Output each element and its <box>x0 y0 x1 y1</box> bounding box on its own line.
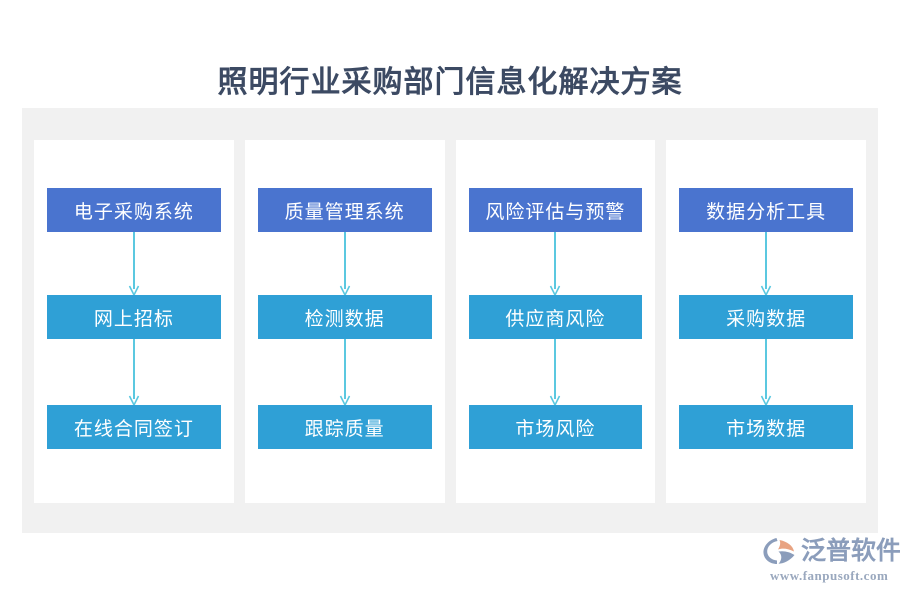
logo-brand-text: 泛普软件 <box>801 537 900 565</box>
arrow-down-icon-c4-0 <box>758 232 774 296</box>
arrow-down-icon-c2-0 <box>337 232 353 296</box>
page-title: 照明行业采购部门信息化解决方案 <box>217 66 683 99</box>
fanpu-swoosh-icon <box>762 536 798 566</box>
diagram-column-3: 风险评估与预警 供应商风险 市场风险 <box>455 140 656 503</box>
node-box-c2-l0[interactable]: 质量管理系统 <box>257 188 432 232</box>
arrow-down-icon-c4-1 <box>758 339 774 406</box>
node-box-c1-l2[interactable]: 在线合同签订 <box>47 405 221 449</box>
arrow-down-icon-c3-1 <box>547 339 563 406</box>
node-box-c3-l1[interactable]: 供应商风险 <box>468 295 643 339</box>
node-box-c3-l0[interactable]: 风险评估与预警 <box>468 188 643 232</box>
logo-url-text: www.fanpusoft.com <box>770 568 889 583</box>
arrow-down-icon-c3-0 <box>547 232 563 296</box>
node-box-c3-l2[interactable]: 市场风险 <box>468 405 643 449</box>
arrow-down-icon-c1-1 <box>126 339 142 406</box>
diagram-columns: 电子采购系统 网上招标 在线合同签订 质量管理系统 检测数据 <box>34 140 866 503</box>
node-box-c4-l2[interactable]: 市场数据 <box>679 405 853 449</box>
arrow-down-icon-c2-1 <box>337 339 353 406</box>
diagram-column-4: 数据分析工具 采购数据 市场数据 <box>666 140 866 503</box>
node-box-c1-l0[interactable]: 电子采购系统 <box>47 188 221 232</box>
logo-row: 泛普软件 <box>762 536 900 566</box>
brand-logo: 泛普软件 www.fanpusoft.com <box>762 536 900 588</box>
diagram-column-1: 电子采购系统 网上招标 在线合同签订 <box>34 140 234 503</box>
node-box-c2-l2[interactable]: 跟踪质量 <box>257 405 432 449</box>
node-box-c2-l1[interactable]: 检测数据 <box>257 295 432 339</box>
diagram-column-2: 质量管理系统 检测数据 跟踪质量 <box>244 140 445 503</box>
arrow-down-icon-c1-0 <box>126 232 142 296</box>
node-box-c4-l1[interactable]: 采购数据 <box>679 295 853 339</box>
node-box-c1-l1[interactable]: 网上招标 <box>47 295 221 339</box>
node-box-c4-l0[interactable]: 数据分析工具 <box>679 188 853 232</box>
